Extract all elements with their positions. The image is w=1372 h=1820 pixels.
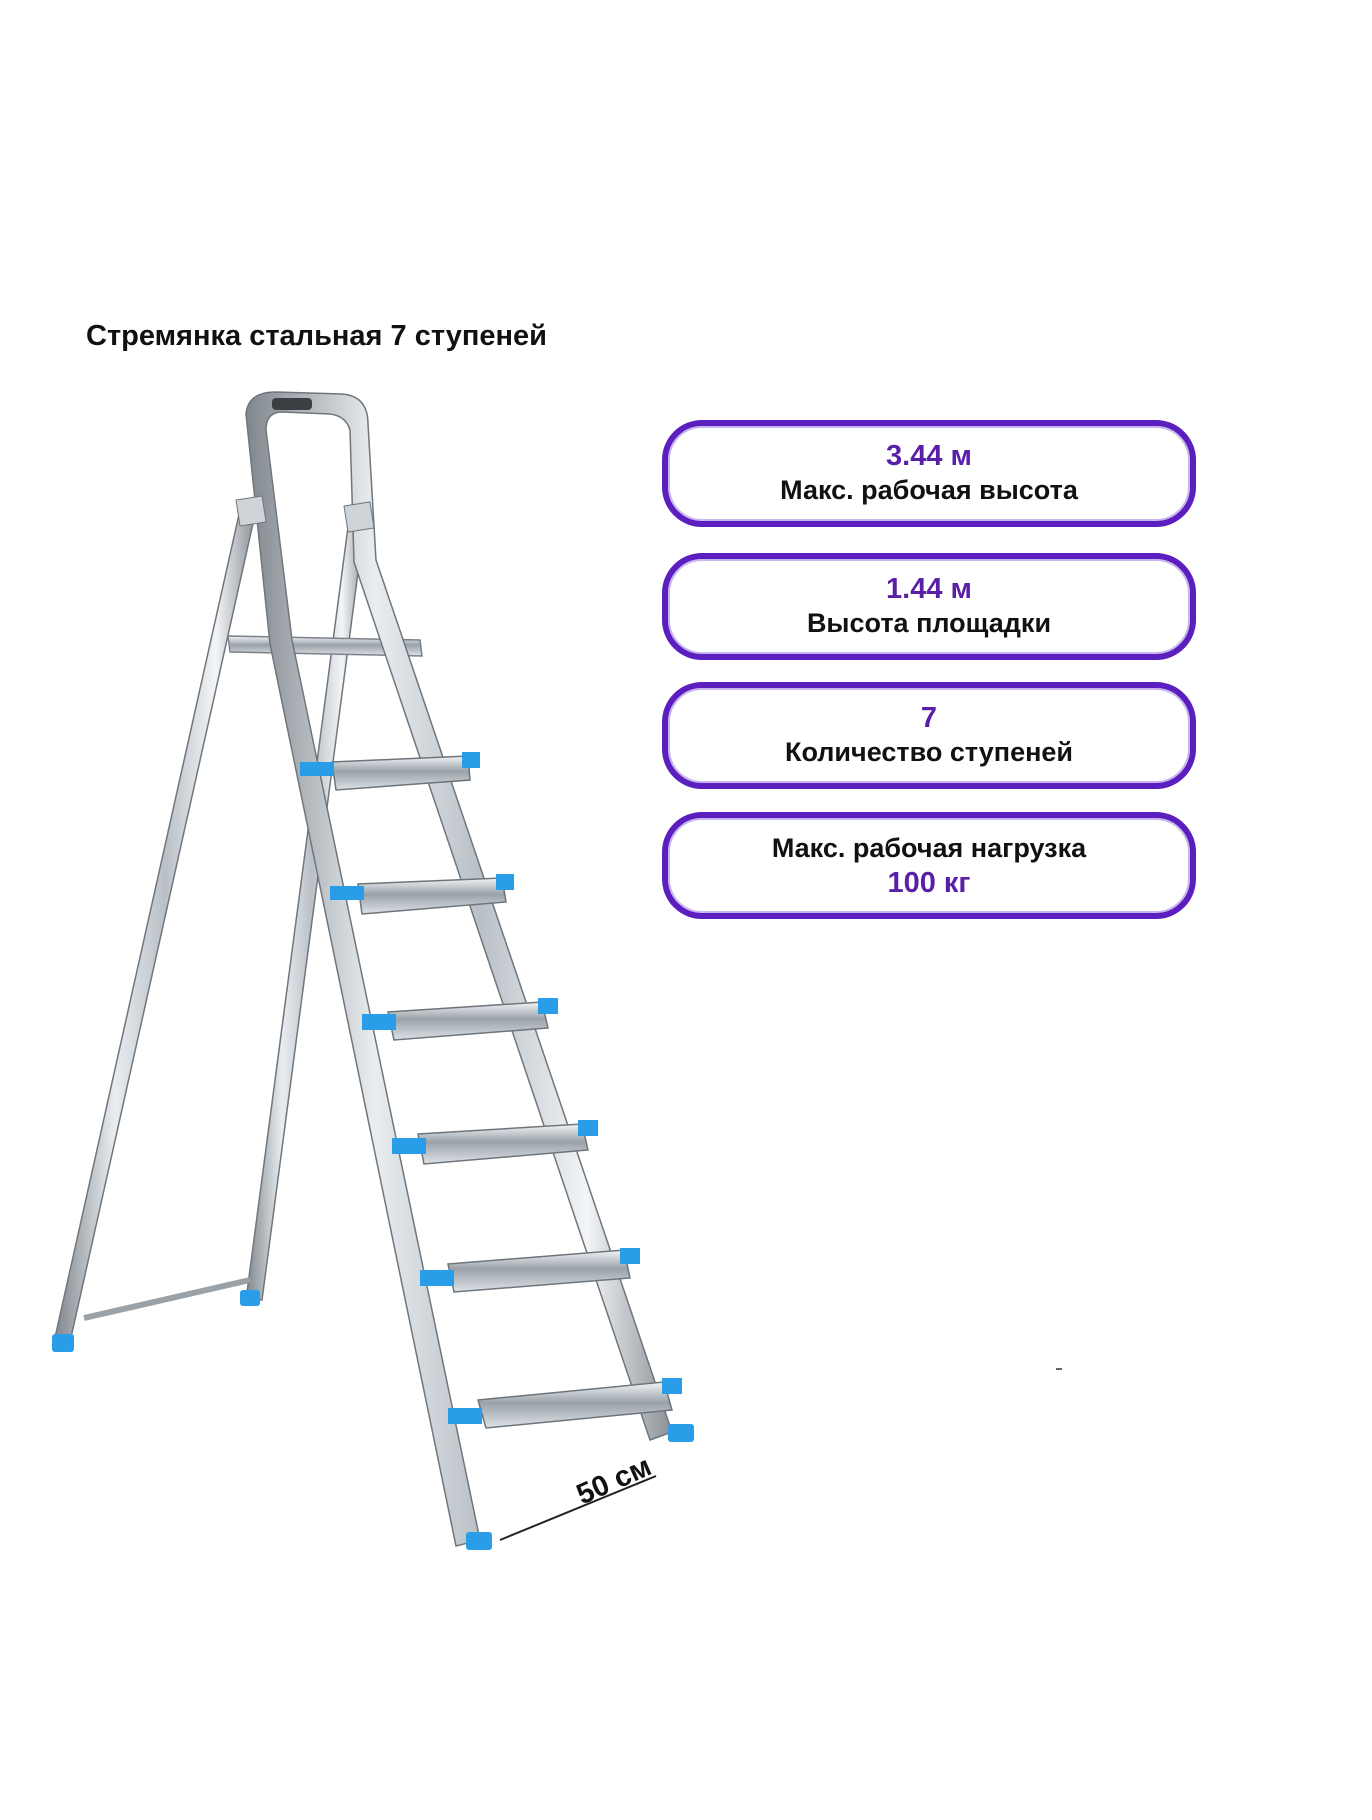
front-rails: [235, 391, 673, 1547]
spec-value: 7: [920, 701, 938, 734]
spec-card-max-working-height: 3.44 м Макс. рабочая высота: [662, 420, 1196, 527]
step: [420, 1248, 640, 1293]
ladder-steps: [300, 752, 682, 1429]
spec-value: 100 кг: [887, 866, 971, 899]
spec-label: Макс. рабочая высота: [780, 475, 1078, 506]
step: [392, 1120, 598, 1165]
foot-cap: [466, 1532, 492, 1550]
spec-value: 3.44 м: [886, 439, 972, 472]
step: [300, 752, 480, 791]
dimension-line: [499, 1475, 657, 1541]
step: [448, 1378, 682, 1429]
spec-label: Высота площадки: [806, 608, 1052, 639]
spec-label: Макс. рабочая нагрузка: [771, 832, 1087, 863]
foot-cap: [52, 1334, 74, 1352]
step: [362, 998, 558, 1041]
foot-cap: [668, 1424, 694, 1442]
spec-card-step-count: 7 Количество ступеней: [662, 682, 1196, 789]
step: [330, 874, 514, 915]
spec-card-max-load: Макс. рабочая нагрузка 100 кг: [662, 812, 1196, 919]
foot-cap: [240, 1290, 260, 1306]
spec-label: Количество ступеней: [784, 737, 1074, 768]
product-title: Стремянка стальная 7 ступеней: [86, 320, 548, 352]
spec-card-platform-height: 1.44 м Высота площадки: [662, 553, 1196, 660]
rear-legs: [52, 509, 367, 1352]
spec-value: 1.44 м: [886, 572, 972, 605]
stray-dot: [1056, 1368, 1062, 1370]
